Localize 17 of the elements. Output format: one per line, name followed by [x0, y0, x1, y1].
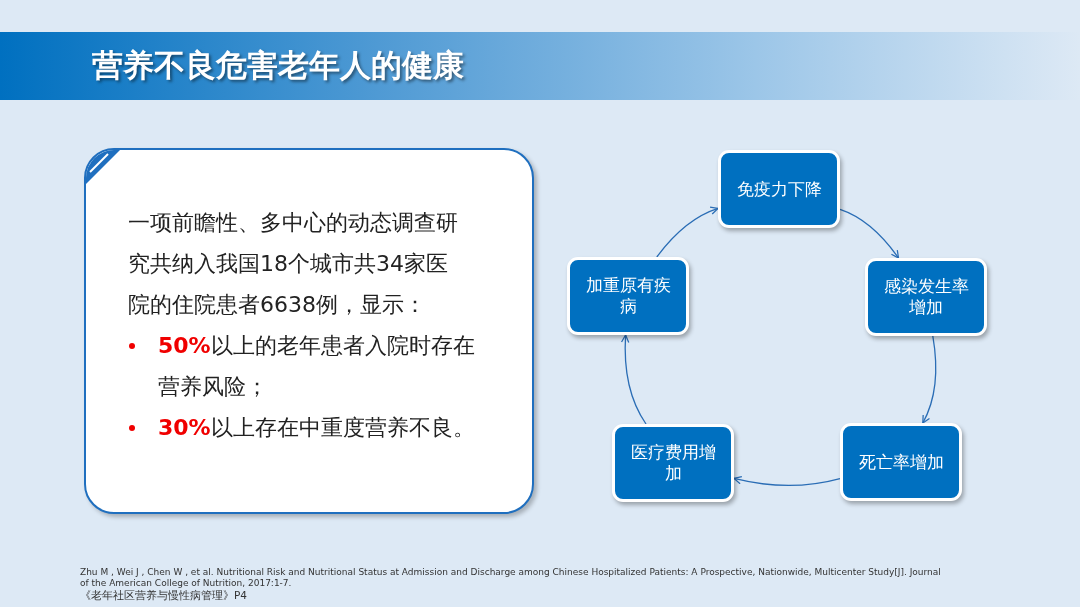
bullet-item: 50%以上的老年患者入院时存在营养风险； — [158, 332, 476, 401]
arrow — [922, 335, 937, 424]
arrow — [839, 208, 900, 259]
slide-title: 营养不良危害老年人的健康 — [92, 46, 464, 85]
text-card — [84, 148, 534, 514]
paragraph: 一项前瞻性、多中心的动态调查研究共纳入我国18个城市共34家医院的住院患者6638例，显示： — [128, 209, 459, 319]
arrow — [656, 206, 719, 258]
arrow — [621, 334, 647, 425]
arrow — [733, 475, 841, 487]
source-note: 《老年社区营养与慢性病管理》P4 — [80, 590, 247, 601]
process-box: 加重原有疾病 — [567, 257, 689, 335]
process-box: 感染发生率增加 — [865, 258, 987, 336]
process-box: 免疫力下降 — [718, 150, 840, 228]
process-box: 死亡率增加 — [840, 423, 962, 501]
process-box: 医疗费用增加 — [612, 424, 734, 502]
reference-note: Zhu M , Wei J , Chen W , et al. Nutritional Risk and Nutritional Status at Admission and Discharge among Chinese Hospitalized Patients: A Prospective, Nationwide, Multicenter Study[J]. Journal of the American College of Nutrition, 2017:1-7. — [80, 567, 942, 589]
bullet-item: 30%以上存在中重度营养不良。 — [158, 414, 476, 442]
